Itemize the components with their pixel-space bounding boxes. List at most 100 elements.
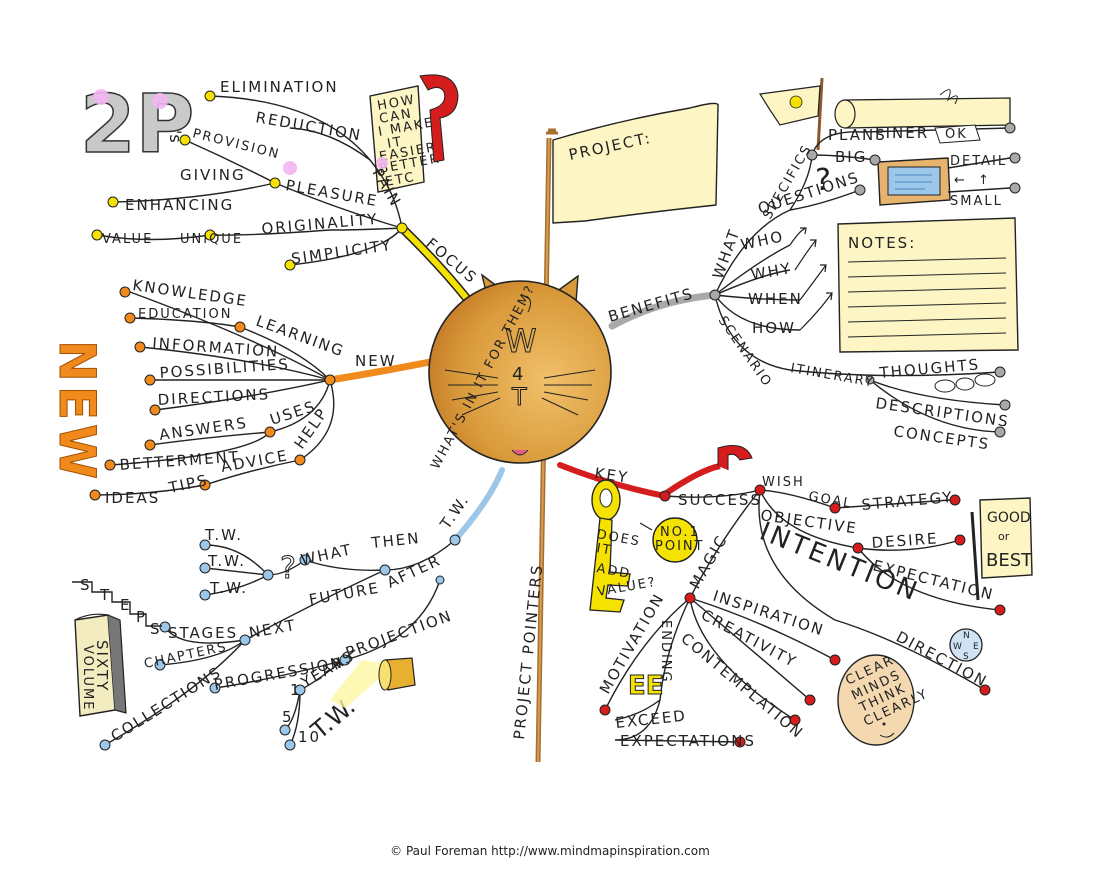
yellow-key-icon: DOES IT ADD VALUE? — [589, 479, 658, 613]
badge-point: POINT — [655, 539, 705, 554]
question-mark-icon: ? — [815, 163, 831, 198]
leaf-strategy: STRATEGY — [861, 488, 954, 514]
leaf-next: NEXT — [248, 616, 298, 642]
leaf-wish: WISH — [762, 475, 805, 490]
leaf-tw-3: T.W. — [209, 579, 248, 597]
leaf-desire: DESIRE — [871, 529, 939, 552]
leaf-education: EDUCATION — [138, 307, 232, 322]
leaf-then: THEN — [370, 529, 422, 552]
new-branch: NEW NEW KNOWLEDGE EDUCATION LEARNING INF… — [48, 276, 395, 507]
sign-good: GOOD — [987, 510, 1031, 526]
leaf-unique: UNIQUE — [180, 232, 243, 247]
step-e: E — [120, 596, 131, 614]
sign-or: or — [998, 530, 1010, 543]
compass-n: N — [963, 631, 970, 641]
leaf-how: HOW — [752, 319, 796, 337]
leaf-knowledge: KNOWLEDGE — [131, 276, 249, 310]
computer-screen-icon — [877, 157, 951, 206]
key-text-2: IT — [595, 541, 613, 559]
compass-w: W — [953, 642, 962, 652]
leaf-reduction: REDUCTION — [254, 108, 363, 144]
clouds-icon — [934, 373, 996, 393]
leaf-stages: STAGES — [168, 624, 238, 642]
book-sixty: SIXTY — [93, 640, 111, 692]
new-banner-n: NEW — [48, 340, 106, 483]
leaf-question: ? — [280, 551, 296, 586]
leaf-possibilities: POSSIBILITIES — [159, 355, 290, 382]
leaf-small: SMALL — [950, 194, 1003, 209]
sign-line-1: HOW — [376, 92, 417, 114]
leaf-why: WHY — [750, 259, 794, 284]
leaf-enhancing: ENHANCING — [125, 196, 234, 214]
compass-e: E — [973, 642, 979, 652]
arrow-up: ↑ — [978, 173, 991, 188]
leaf-ideas: IDEAS — [105, 489, 160, 507]
cat-letter-w: W — [505, 322, 537, 360]
leaf-simplicity: SIMPLICITY — [290, 236, 393, 268]
leaf-who: WHO — [739, 227, 786, 254]
leaf-ending: ENDING — [658, 620, 673, 684]
leaf-when: WHEN — [748, 290, 803, 308]
credit-line: © Paul Foreman http://www.mindmapinspira… — [390, 844, 710, 858]
central-cat: W 4 T WHAT'S IN IT FOR THEM? — [428, 273, 612, 472]
light-bulb-flag — [758, 77, 824, 151]
clear-minds-face: CLEAR MINDS THINK CLEARLY — [837, 653, 931, 746]
benefits-branch-label: BENEFITS — [606, 284, 696, 326]
leaf-exceed: EXCEED — [615, 707, 688, 732]
leaf-originality: ORIGINALITY — [261, 210, 379, 238]
leaf-projection: PROJECTION — [343, 606, 455, 661]
leaf-after: AFTER — [384, 551, 444, 592]
leaf-contemplation: CONTEMPLATION — [677, 629, 807, 742]
cat-letter-t: T — [511, 383, 527, 411]
book-icon: VOLUME SIXTY — [74, 613, 127, 717]
key-branch: KEY DOES IT ADD VALUE? NO.1 POINT — [589, 464, 1033, 750]
sign-line-7: ETC — [384, 170, 417, 190]
compass-s: S — [963, 652, 969, 662]
leaf-year-10: 10 — [298, 728, 321, 746]
how-can-sign: HOW CAN I MAKE IT EASIER, BETTER ETC — [369, 74, 459, 193]
cat-letter-4: 4 — [512, 364, 523, 385]
notes-title: NOTES: — [848, 234, 916, 252]
step-s2: S — [150, 620, 162, 638]
scroll-icon — [834, 89, 1011, 129]
compass-icon: N W E S — [949, 628, 983, 662]
leaf-questions: QUESTIONS — [756, 168, 862, 218]
step-s1: S — [80, 576, 92, 594]
no1-badge: NO.1 POINT — [639, 517, 705, 563]
leaf-itinerary: ITINERARY — [789, 361, 875, 391]
leaf-directions: DIRECTIONS — [157, 385, 270, 409]
leaf-concepts: CONCEPTS — [892, 422, 991, 453]
step-t: T — [99, 586, 111, 604]
step-p: P — [136, 608, 147, 626]
leaf-finer: FINER — [875, 124, 929, 142]
leaf-what: WHAT — [299, 540, 354, 568]
leaf-tw-2: T.W. — [207, 552, 246, 570]
leaf-big: BIG — [835, 148, 867, 166]
tw-branch: T.W. T.W. T.W. T.W. ? WHAT THEN AFTER FU… — [72, 491, 473, 751]
torch-icon — [330, 657, 416, 708]
new-banner: NEW — [48, 340, 107, 484]
key-text-3: ADD — [595, 561, 632, 582]
leaf-plans: PLANS — [828, 126, 887, 144]
arrow-left: ← — [954, 173, 967, 188]
ok-tag: OK — [934, 124, 981, 144]
leaf-provision: PROVISION — [191, 126, 282, 162]
leaf-tw-1: T.W. — [204, 526, 243, 544]
leaf-year-1: 1 — [290, 681, 302, 699]
project-flag: PROJECT: — [552, 102, 719, 224]
leaf-success: SUCCESS — [678, 491, 762, 509]
leaf-tips: TIPS — [166, 471, 210, 497]
leaf-ee: EE — [628, 671, 664, 701]
notes-panel: NOTES: — [837, 217, 1019, 353]
good-or-best-sign: GOOD or BEST — [970, 497, 1033, 601]
focus-branch: 2P 's HOW CAN I MAKE IT EASIER, BETTER E… — [79, 74, 481, 288]
leaf-ok: OK — [945, 127, 968, 142]
leaf-value: VALUE — [102, 232, 153, 247]
leaf-future: FUTURE — [308, 579, 382, 609]
leaf-answers: ANSWERS — [158, 414, 249, 444]
leaf-giving: GIVING — [180, 166, 246, 184]
leaf-elimination: ELIMINATION — [220, 78, 339, 96]
leaf-expectations: EXPECTATIONS — [620, 732, 756, 750]
